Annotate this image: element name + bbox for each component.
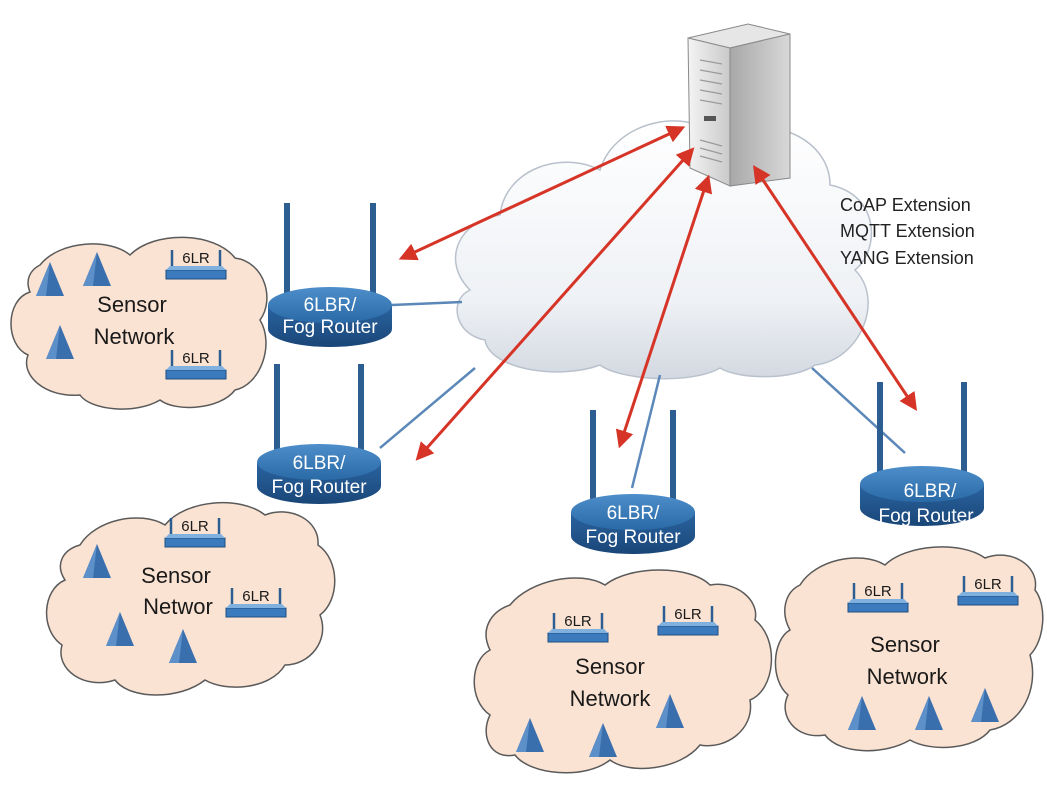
router-label: 6LBR/ (607, 503, 661, 524)
sensor-network-label: Sensor (870, 632, 940, 657)
sensor-network-label: Network (570, 686, 652, 711)
lr-label: 6LR (974, 576, 1002, 593)
lr-device: 6LR (164, 348, 228, 381)
lr-label: 6LR (182, 350, 210, 367)
sensor-network-label: Sensor (97, 292, 167, 317)
router-label: 6LBR/ (904, 481, 958, 502)
router-label: 6LBR/ (304, 295, 358, 316)
lr-device: 6LR (224, 586, 288, 619)
sensor-network-label: Network (94, 324, 176, 349)
lr-device: 6LR (656, 604, 720, 637)
arrow-server-router-4 (753, 165, 917, 411)
lr-device: 6LR (163, 516, 227, 549)
server-tower-icon (687, 23, 791, 187)
sensor-network-label: Network (867, 664, 949, 689)
sensor-network-label: Networ (143, 594, 213, 619)
router-label: 6LBR/ (293, 453, 347, 474)
router-label: Fog Router (878, 506, 974, 527)
lr-label: 6LR (181, 518, 209, 535)
fog-router-4: 6LBR/ Fog Router (860, 382, 984, 527)
router-label: Fog Router (282, 317, 378, 338)
lr-device: 6LR (164, 248, 228, 281)
router-label: Fog Router (271, 477, 367, 498)
lr-label: 6LR (864, 583, 892, 600)
lr-label: 6LR (182, 250, 210, 267)
lr-label: 6LR (242, 588, 270, 605)
data-flow-arrows (398, 125, 917, 461)
extension-label: YANG Extension (840, 248, 974, 268)
extensions-list: CoAP Extension MQTT Extension YANG Exten… (840, 195, 975, 268)
lr-label: 6LR (674, 606, 702, 623)
router-icon (257, 364, 381, 504)
router-label: Fog Router (585, 527, 681, 548)
arrow-server-router-3 (615, 174, 713, 449)
sensor-network-label: Sensor (575, 654, 645, 679)
lr-label: 6LR (564, 613, 592, 630)
sensor-network-label: Sensor (141, 563, 211, 588)
sensor-cloud-2 (45, 502, 336, 696)
lr-device: 6LR (846, 581, 910, 614)
router-icon (860, 382, 984, 526)
lr-device: 6LR (956, 574, 1020, 607)
router-icon (268, 203, 392, 347)
sensor-cloud-3 (473, 569, 773, 774)
lr-device: 6LR (546, 611, 610, 644)
fog-router-1: 6LBR/ Fog Router (268, 203, 392, 347)
extension-label: CoAP Extension (840, 195, 971, 215)
fog-router-2: 6LBR/ Fog Router (257, 364, 381, 504)
extension-label: MQTT Extension (840, 221, 975, 241)
